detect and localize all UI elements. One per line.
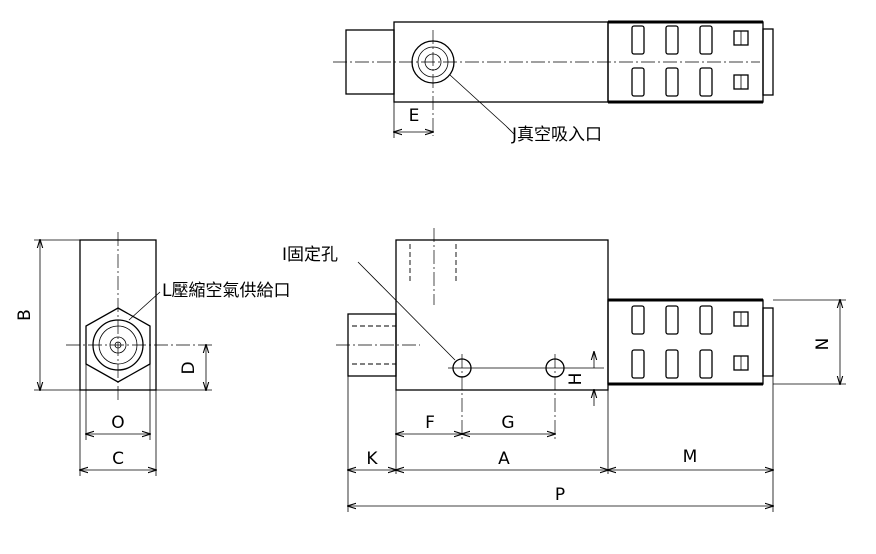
front-view: I固定孔 H N F G K A M P xyxy=(282,228,846,512)
suction-port-label: J真空吸入口 xyxy=(511,125,602,145)
top-view: E J真空吸入口 xyxy=(333,20,774,145)
dim-label-D: D xyxy=(179,361,199,374)
dim-label-E: E xyxy=(409,106,420,126)
dim-label-G: G xyxy=(501,413,514,433)
dim-label-F: F xyxy=(425,413,435,433)
dim-label-H: H xyxy=(566,373,586,386)
dim-label-N: N xyxy=(813,338,833,351)
dim-label-P: P xyxy=(555,485,565,505)
dim-label-K: K xyxy=(366,449,378,469)
supply-port-label: L壓縮空氣供給口 xyxy=(162,281,290,301)
dim-label-M: M xyxy=(683,447,698,467)
mounting-hole-label: I固定孔 xyxy=(282,245,338,265)
end-view: B D O C L壓縮空氣供給口 xyxy=(15,232,290,476)
dim-label-C: C xyxy=(112,449,124,469)
dim-label-A: A xyxy=(498,449,510,469)
dim-label-O: O xyxy=(111,413,124,433)
dim-label-B: B xyxy=(15,309,35,321)
